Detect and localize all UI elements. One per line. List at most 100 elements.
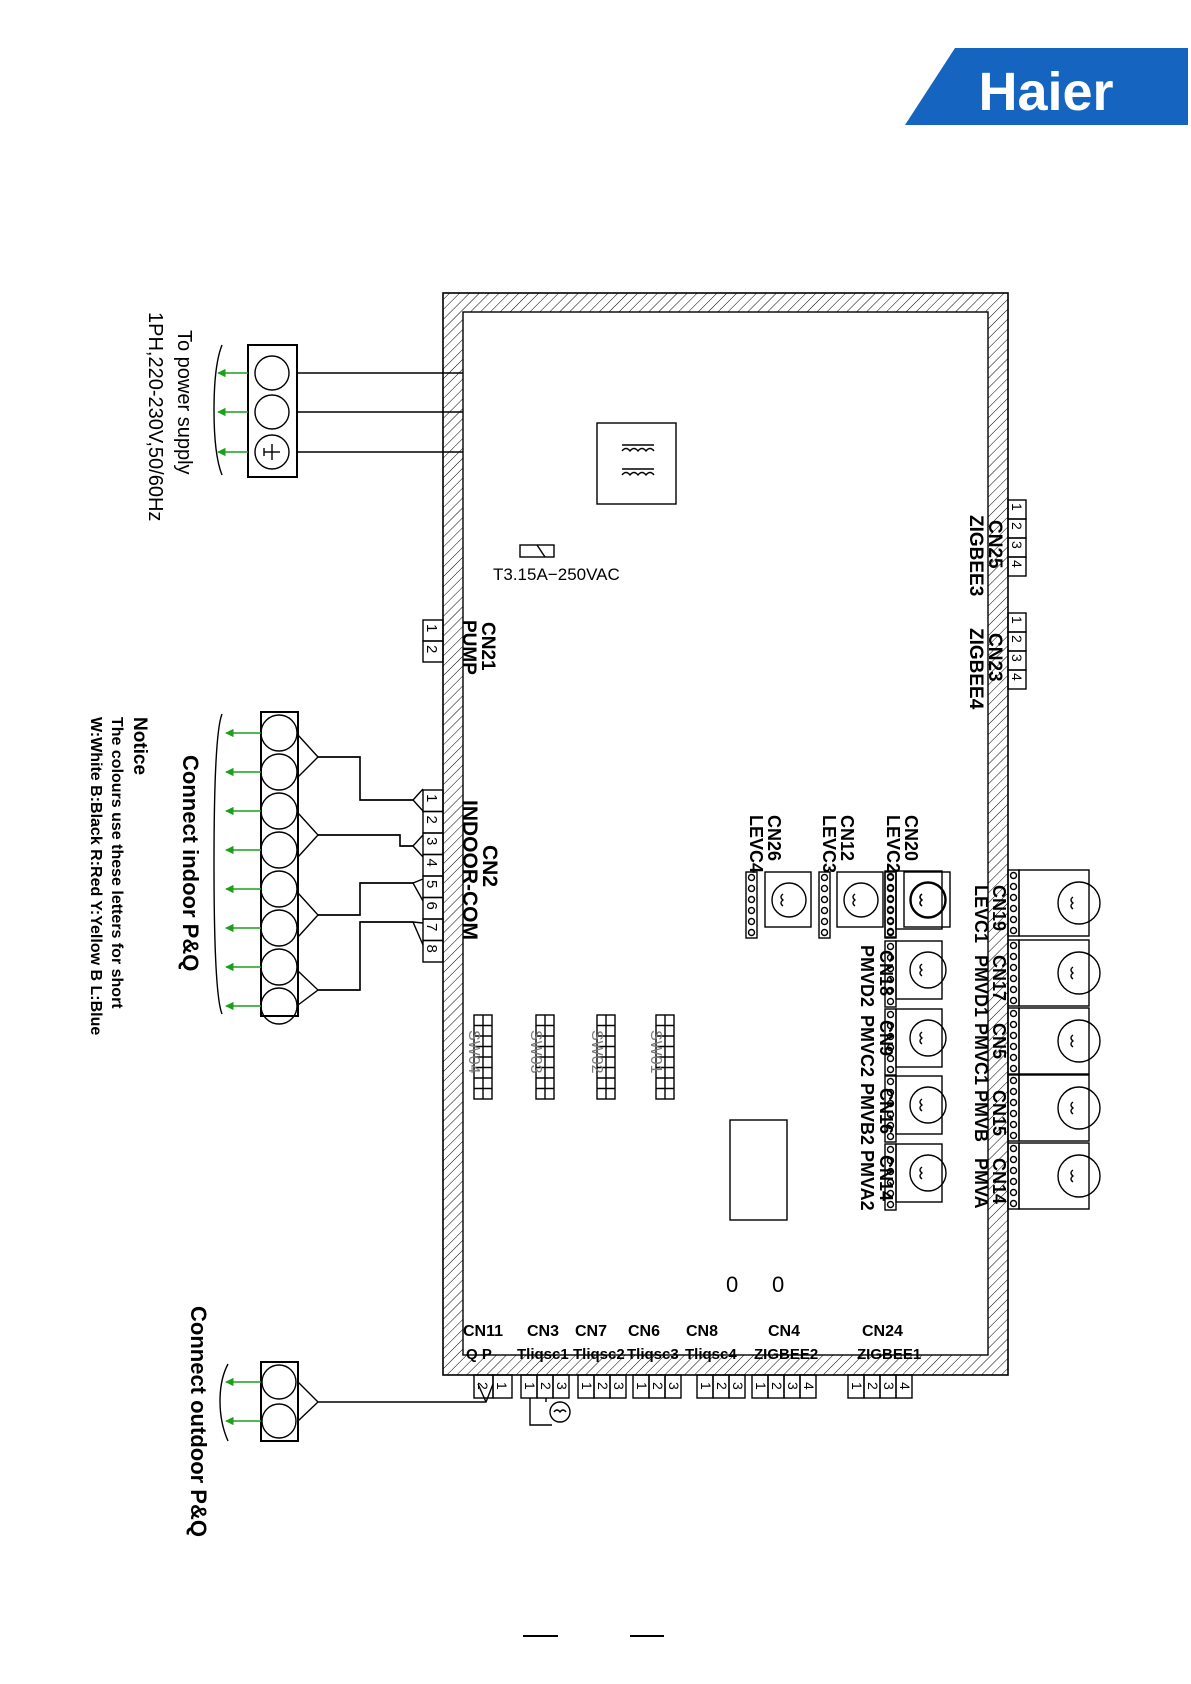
valve-bottom-label: PMVC2	[857, 1015, 877, 1077]
indoor-pin-box	[422, 939, 444, 963]
valve-bottom-label: PMVA2	[857, 1150, 877, 1211]
bottom-pin: 3	[666, 1382, 682, 1390]
valve-top-label: LEVC1	[971, 885, 991, 943]
bottom-pin: 1	[698, 1382, 714, 1390]
bottom-pin: 2	[650, 1382, 666, 1390]
bottom-pin: 2	[595, 1382, 611, 1390]
levc-small-name: CN26	[764, 815, 784, 861]
valve-group: CN19LEVC1CN17PMVD1CN5PMVC1CN15PMVBCN14PM…	[857, 869, 1101, 1211]
pump-connector: 1 2 CN21 PUMP	[422, 619, 498, 675]
zigbee-top-pin-box	[1007, 556, 1027, 577]
bottom-conn-label: Tliqsc2	[573, 1346, 625, 1363]
valve-top-name: CN15	[989, 1090, 1009, 1136]
motor-body	[895, 1075, 943, 1135]
bottom-pin-box	[895, 1374, 913, 1399]
bottom-pin: 1	[522, 1382, 538, 1390]
motor-coil	[843, 882, 879, 918]
valve-bottom-name: CN16	[876, 1088, 896, 1134]
zigbee-top-pin: 3	[1009, 654, 1025, 662]
valve-bottom-label: PMVB2	[857, 1083, 877, 1145]
zero-right: 0	[772, 1272, 784, 1297]
levc-small-label: LEVC2	[883, 815, 903, 873]
valve-top-label: PMVD1	[971, 955, 991, 1017]
power-supply-labels: To power supply 1PH,220-230V,50/60Hz	[144, 312, 195, 521]
bottom-pin: 3	[881, 1382, 897, 1390]
valve-bottom-name: CN14	[876, 1155, 896, 1201]
pin-strip	[818, 871, 831, 939]
power-terminal	[213, 344, 463, 478]
indoor-pin-2: 2	[423, 816, 440, 824]
pump-label: PUMP	[458, 620, 479, 675]
fuse-label: T3.15A−250VAC	[493, 565, 620, 584]
motor-body	[903, 871, 951, 928]
bottom-pin: 1	[494, 1382, 510, 1390]
zigbee-top-pin: 2	[1009, 635, 1025, 643]
zigbee-top-pin: 3	[1009, 541, 1025, 549]
valve-top-label: PMVA	[971, 1158, 991, 1209]
pin-strip	[745, 871, 758, 939]
bottom-conn-label: Tliqsc1	[517, 1346, 569, 1363]
bottom-pin: 4	[897, 1382, 913, 1390]
motor-body	[1018, 1007, 1090, 1075]
bottom-conn-label: ZIGBEE1	[857, 1346, 921, 1363]
zigbee-top-label: ZIGBEE4	[965, 628, 986, 710]
bottom-pin: 3	[611, 1382, 627, 1390]
zigbee-top-label: ZIGBEE3	[965, 515, 986, 596]
bottom-pin: 1	[849, 1382, 865, 1390]
motor-coil	[1057, 881, 1101, 925]
zigbee-top-pin-box	[1007, 669, 1027, 690]
indoor-terminal-block	[213, 711, 424, 1025]
motor-coil	[910, 882, 946, 918]
indoor-pin-3: 3	[423, 837, 440, 845]
motor-coil	[909, 1019, 947, 1057]
bottom-conn-label: Tliqsc3	[627, 1346, 679, 1363]
power-label-2: 1PH,220-230V,50/60Hz	[144, 312, 166, 521]
motor-body	[836, 871, 884, 928]
zigbee-top-pin: 2	[1009, 522, 1025, 530]
levc-small-name: CN12	[837, 815, 857, 861]
zigbee-top-pin: 4	[1009, 560, 1025, 568]
transformer	[596, 422, 677, 505]
indoor-pin-5: 5	[423, 880, 440, 888]
bottom-pin: 4	[801, 1382, 817, 1390]
bottom-pin: 3	[554, 1382, 570, 1390]
switch-label: SW02	[588, 1030, 605, 1074]
valve-bottom-label: PMVD2	[857, 945, 877, 1007]
indoor-pin-6: 6	[423, 902, 440, 910]
bottom-conn-label: ZIGBEE2	[754, 1346, 818, 1363]
motor-coil	[1057, 1154, 1101, 1198]
motor-body	[895, 940, 943, 1000]
zigbee-top-pin: 4	[1009, 673, 1025, 681]
indoor-terminal	[260, 909, 298, 947]
indoor-terminal	[260, 948, 298, 986]
bottom-pin: 3	[785, 1382, 801, 1390]
bottom-conn-name: CN24	[862, 1323, 903, 1340]
bottom-conn-name: CN3	[527, 1323, 559, 1340]
indoor-terminal	[260, 870, 298, 908]
switch-label: SW01	[647, 1030, 664, 1074]
bottom-pin: 1	[753, 1382, 769, 1390]
zigbee-top-name: CN23	[984, 633, 1005, 682]
zigbee-top-name: CN25	[984, 520, 1005, 569]
indoor-pin-4: 4	[423, 859, 440, 867]
bottom-pin: 2	[714, 1382, 730, 1390]
motor-coil	[1057, 1019, 1101, 1063]
indoor-name: CN2	[478, 845, 501, 887]
bottom-conn-name: CN6	[628, 1323, 660, 1340]
bottom-pin-box	[492, 1374, 513, 1399]
levc-small-label: LEVC4	[746, 815, 766, 873]
bottom-pin-box	[728, 1374, 746, 1399]
motor-body	[764, 871, 812, 928]
valve-top-name: CN19	[989, 885, 1009, 931]
levc-small-name: CN20	[901, 815, 921, 861]
indoor-terminal	[260, 753, 298, 791]
indoor-terminal	[260, 987, 298, 1025]
bottom-pin: 3	[730, 1382, 746, 1390]
motor-body	[1018, 869, 1090, 937]
indoor-terminal	[260, 714, 298, 752]
motor-body	[1018, 939, 1090, 1007]
